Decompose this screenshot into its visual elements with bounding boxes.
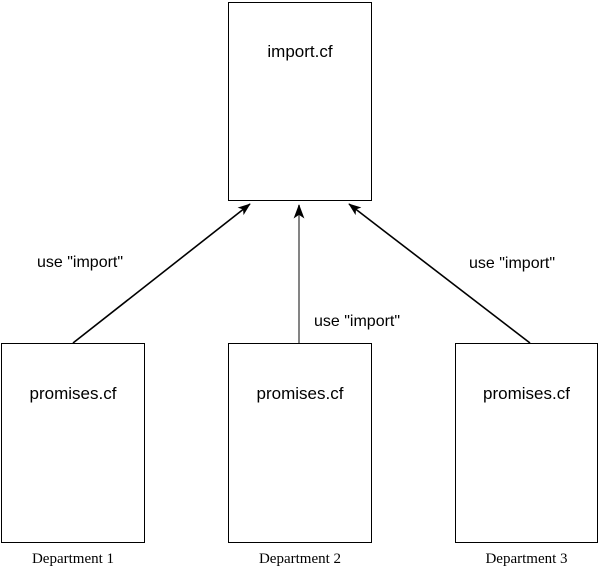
edge-label-dept3-import: use "import" <box>469 255 556 272</box>
edge-label-dept1-import: use "import" <box>37 254 124 271</box>
caption-department-3: Department 3 <box>485 551 568 567</box>
edge-line-dept3-import <box>348 203 531 344</box>
node-import-cf-label: import.cf <box>267 42 333 61</box>
node-promises-cf-2[interactable] <box>228 343 372 543</box>
caption-department-1: Department 1 <box>31 551 115 567</box>
node-promises-cf-2-label: promises.cf <box>256 384 344 403</box>
caption-department-2: Department 2 <box>258 551 342 567</box>
edge-label-dept2-import: use "import" <box>314 313 401 330</box>
node-import-cf[interactable] <box>228 2 372 201</box>
node-promises-cf-3-label: promises.cf <box>483 384 570 403</box>
edge-line-dept1-import <box>72 203 251 344</box>
node-promises-cf-3[interactable] <box>455 343 598 543</box>
node-promises-cf-1-label: promises.cf <box>29 384 117 403</box>
node-promises-cf-1[interactable] <box>1 343 145 543</box>
